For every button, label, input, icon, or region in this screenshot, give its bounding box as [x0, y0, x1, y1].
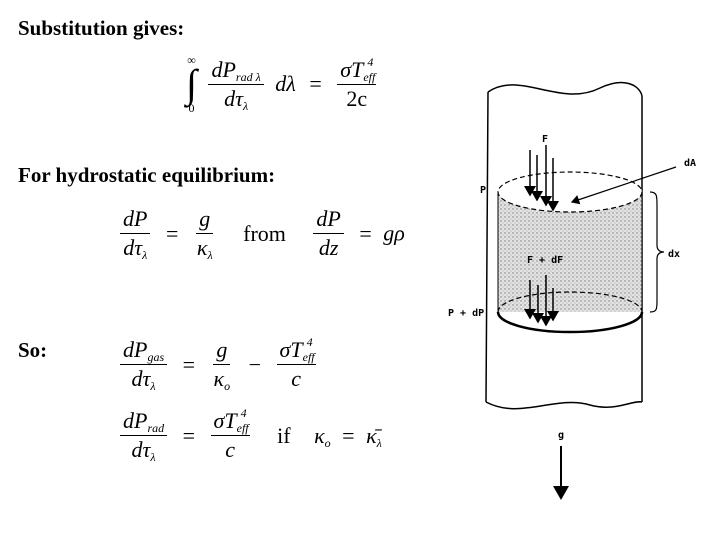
- label-force-F-plus-dF: F + dF: [527, 255, 563, 266]
- fraction-sigma-teff-c: σTeff4 c: [276, 335, 316, 392]
- fraction-numerator-subscript: eff: [302, 350, 315, 364]
- fraction-numerator-superscript: 4: [240, 406, 247, 420]
- kappa-bar-lambda: κ̄λ: [366, 422, 382, 450]
- fraction-sigma-teff: σTeff4 2c: [337, 54, 377, 112]
- word-from: from: [243, 220, 286, 246]
- kappa-subscript: o: [324, 435, 331, 450]
- equals-sign: =: [165, 220, 179, 246]
- differential: dλ: [275, 71, 296, 96]
- fraction-denominator: dz: [318, 235, 339, 260]
- equation-gas: dPgas dτλ = g κo − σTeff4 c: [116, 335, 320, 393]
- heading-hydrostatic: For hydrostatic equilibrium:: [18, 163, 276, 187]
- fraction-numerator-subscript: gas: [147, 350, 165, 364]
- fraction-numerator: g: [196, 206, 214, 234]
- equals-sign: =: [342, 422, 355, 448]
- fraction-numerator: dP: [123, 337, 148, 362]
- fraction-denominator-subscript: λ: [142, 248, 148, 262]
- fraction-denominator: κ: [196, 235, 208, 260]
- kappa-bar-subscript: λ: [376, 435, 382, 450]
- kappa-o: κo: [314, 422, 331, 450]
- fraction-numerator-subscript: rad: [147, 421, 165, 435]
- dx-bracket: [649, 191, 665, 313]
- fraction-g-kappa: g κλ: [194, 206, 216, 262]
- integral-upper-limit: ∞: [187, 53, 196, 67]
- fraction-denominator-subscript: λ: [242, 98, 249, 113]
- fraction-numerator: σT: [213, 408, 237, 433]
- fraction-denominator: dτ: [131, 366, 151, 391]
- fraction-denominator: 2c: [346, 85, 368, 111]
- label-pressure-P-plus-dP: P + dP: [448, 308, 484, 319]
- equals-sign: =: [309, 71, 322, 96]
- fraction-numerator-superscript: 4: [367, 54, 374, 69]
- equals-sign: =: [182, 351, 196, 377]
- fraction-numerator: g: [213, 337, 231, 365]
- equals-sign: =: [182, 422, 196, 448]
- fraction-numerator: dP: [211, 56, 236, 82]
- fraction-numerator: dP: [120, 206, 151, 234]
- fraction-denominator-subscript: λ: [207, 248, 213, 262]
- fraction-denominator: dτ: [131, 437, 151, 462]
- slab-bottom-rim: [496, 311, 644, 334]
- equation-integral: ∞ ∫ 0 dPrad λ dτλ dλ = σTeff4 2c: [186, 54, 380, 114]
- bottom-force-arrows: [524, 275, 559, 327]
- fraction-denominator: dτ: [224, 85, 243, 111]
- label-dA: dA: [684, 158, 696, 169]
- slab-bottom-back: [497, 291, 643, 313]
- label-force-F: F: [542, 134, 548, 145]
- fraction-g-kappa-o: g κo: [211, 337, 234, 393]
- fraction-numerator: σT: [340, 56, 364, 82]
- fraction-numerator-subscript: eff: [363, 69, 376, 84]
- equation-hydrostatic: dP dτλ = g κλ from dP dz = gρ: [116, 206, 405, 262]
- fraction-numerator: dP: [123, 408, 148, 433]
- fraction-dpgas-dtau: dPgas dτλ: [120, 337, 168, 393]
- fraction-dprad-dtau: dPrad dτλ: [120, 408, 168, 464]
- fraction-dprad-dtau: dPrad λ dτλ: [208, 56, 264, 113]
- g-rho: gρ: [383, 220, 405, 246]
- fraction-denominator-subscript: λ: [150, 379, 156, 393]
- fraction-numerator-superscript: 4: [306, 335, 313, 349]
- kappa-symbol: κ: [314, 422, 325, 448]
- cylinder-bottom-curve: [485, 401, 643, 410]
- minus-sign: −: [248, 351, 262, 377]
- label-pressure-P: P: [480, 185, 486, 196]
- label-gravity-g: g: [558, 430, 564, 441]
- fraction-denominator: dτ: [123, 235, 143, 260]
- integral-sign: ∞ ∫ 0: [186, 53, 197, 115]
- integral-lower-limit: 0: [188, 101, 195, 115]
- fraction-denominator-subscript: λ: [150, 450, 156, 464]
- fraction-denominator-subscript: o: [224, 379, 231, 393]
- fraction-dp-dz: dP dz: [313, 206, 344, 261]
- slab-top-ellipse: [497, 171, 643, 213]
- equals-sign: =: [359, 220, 372, 246]
- fraction-denominator: c: [225, 437, 235, 462]
- fraction-denominator: c: [291, 366, 301, 391]
- top-force-arrows: [524, 145, 559, 212]
- fraction-numerator: dP: [313, 206, 344, 234]
- word-if: if: [277, 422, 291, 448]
- fraction-numerator-subscript: eff: [236, 421, 249, 435]
- fraction-numerator: σT: [279, 337, 303, 362]
- fraction-denominator: κ: [213, 366, 225, 391]
- label-dx: dx: [668, 249, 680, 260]
- kappa-bar-symbol: κ̄: [366, 422, 377, 448]
- cylinder-top-curve: [487, 81, 643, 97]
- dA-pointer-arrow: [570, 166, 677, 205]
- fraction-numerator-subscript: rad λ: [235, 69, 261, 84]
- heading-substitution: Substitution gives:: [18, 16, 185, 40]
- fraction-sigma-teff-c: σTeff4 c: [210, 406, 250, 463]
- cylinder-left-wall: [485, 91, 489, 403]
- equation-rad: dPrad dτλ = σTeff4 c if κo = κ̄λ: [116, 406, 382, 464]
- fraction-dp-dtau: dP dτλ: [120, 206, 151, 262]
- heading-so: So:: [18, 338, 48, 362]
